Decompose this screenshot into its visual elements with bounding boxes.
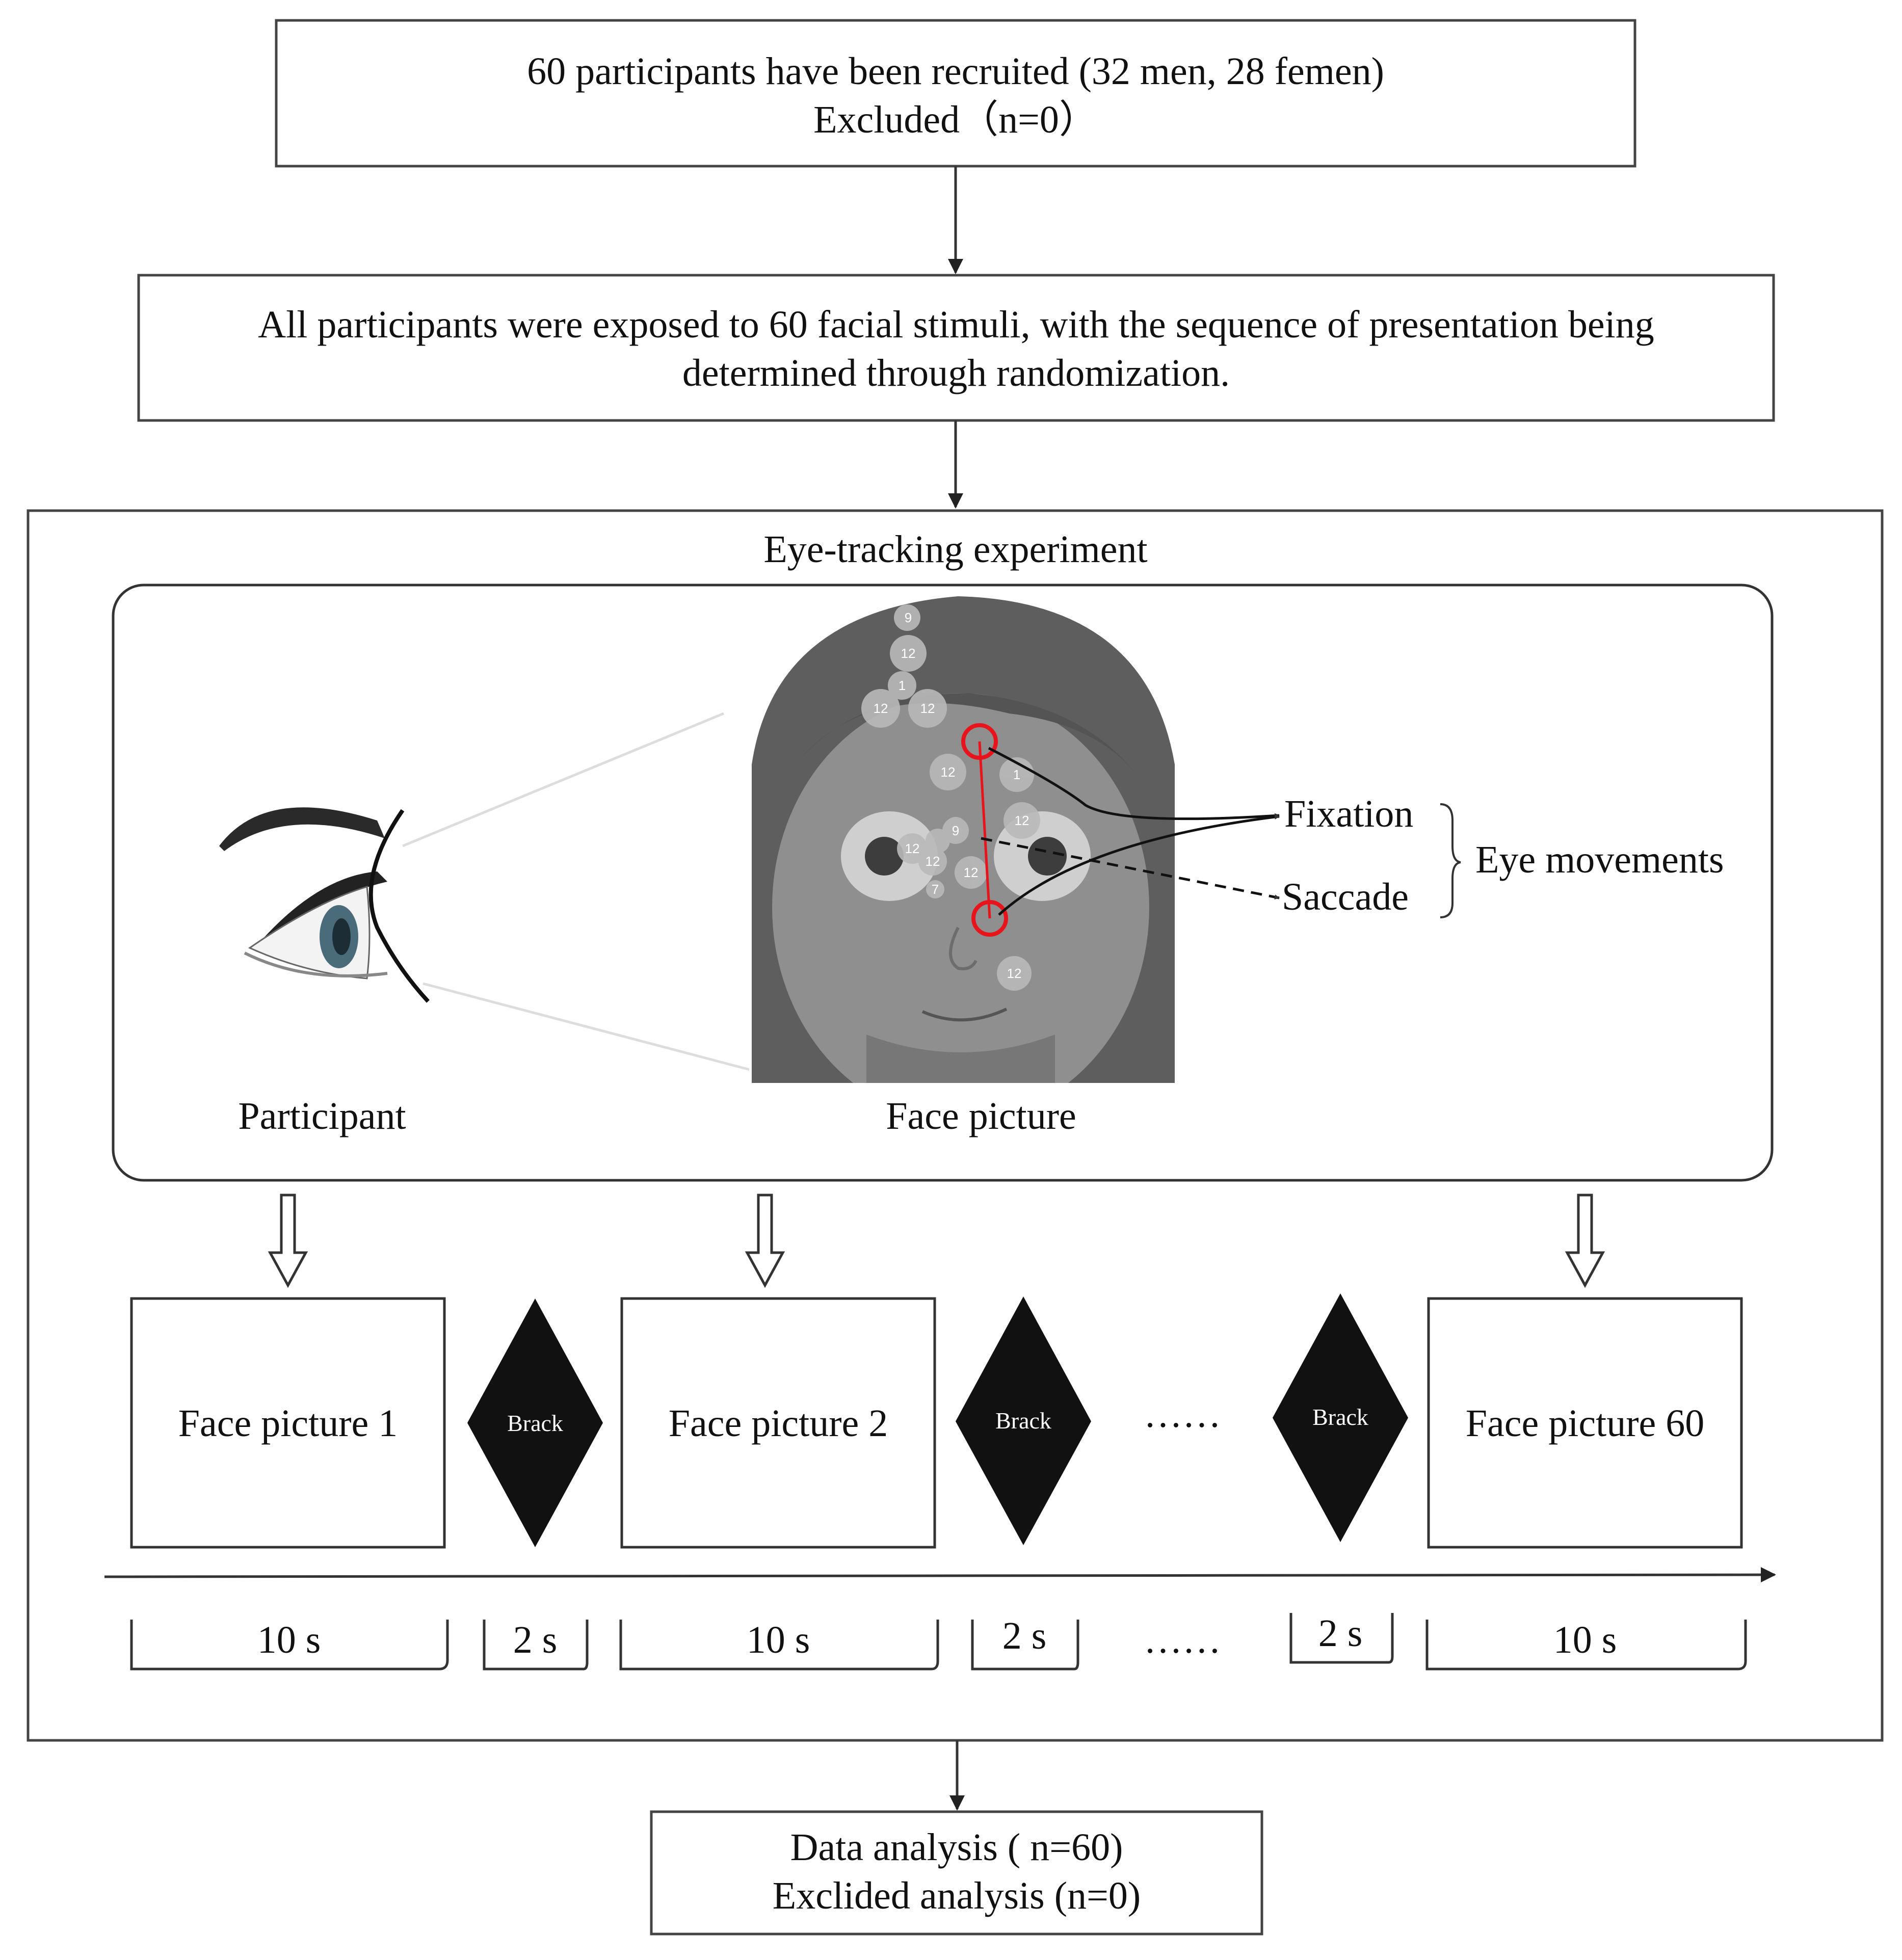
fixation-pointer-bottom [998,814,1280,916]
svg-text:12: 12 [905,841,920,856]
eye-movements-brace [1440,803,1461,918]
exposure-text-line2: determined through randomization. [682,352,1230,394]
bracket-picture-2 [619,1620,939,1671]
hollow-arrow-3 [1565,1194,1605,1288]
break-diamond-2: Brack [956,1296,1091,1545]
analysis-text: Data analysis ( n=60) [790,1826,1123,1869]
participant-label: Participant [238,1095,406,1137]
experiment-title: Eye-tracking experiment [763,528,1147,571]
hollow-arrow-1 [268,1194,308,1288]
svg-text:9: 9 [905,610,912,625]
recruitment-box: 60 participants have been recruited (32 … [275,19,1636,168]
face-picture-60-box: Face picture 60 [1427,1297,1743,1549]
face-picture-label: Face picture [886,1095,1076,1137]
sequence-ellipsis: …… [1144,1393,1221,1436]
recruitment-text: 60 participants have been recruited (32 … [527,50,1384,93]
duration-picture-2: 10 s [747,1619,810,1661]
face-picture: 9 12 1 12 12 12 1 12 12 9 7 12 12 12 [749,596,1280,1083]
eye-icon [219,807,430,1003]
face-picture-1-box: Face picture 1 [130,1297,446,1549]
excluded-analysis-text: Exclided analysis (n=0) [773,1874,1141,1917]
exposure-text-line1: All participants were exposed to 60 faci… [258,303,1654,346]
svg-text:12: 12 [964,865,979,880]
break-diamond-3: Brack [1273,1293,1408,1542]
svg-text:Face picture 2: Face picture 2 [669,1402,888,1445]
svg-text:12: 12 [901,646,916,661]
svg-text:12: 12 [1015,813,1029,828]
bracket-picture-1 [130,1620,449,1671]
svg-text:Face picture 1: Face picture 1 [178,1402,398,1445]
hollow-arrow-2 [745,1194,785,1288]
duration-break-3: 2 s [1318,1612,1363,1655]
svg-text:12: 12 [941,764,956,780]
duration-picture-60: 10 s [1553,1619,1617,1661]
stimulus-sequence: Face picture 1 Brack Face picture 2 Brac… [130,1293,1743,1549]
saccade-label: Saccade [1282,876,1409,918]
timeline-arrow [104,1567,1776,1583]
fixation-pointer-top [988,747,1280,820]
svg-text:Face picture 60: Face picture 60 [1466,1402,1704,1445]
saccade-line [978,741,991,919]
svg-text:Brack: Brack [995,1408,1051,1434]
duration-break-2: 2 s [1002,1614,1047,1657]
svg-text:Brack: Brack [1312,1404,1368,1430]
analysis-box: Data analysis ( n=60) Exclided analysis … [650,1810,1263,1936]
svg-text:7: 7 [932,882,939,897]
svg-text:12: 12 [874,701,888,716]
sight-line-bottom [422,982,752,1072]
fixation-circle-top [961,723,998,760]
svg-text:9: 9 [952,823,959,838]
fixation-circle-bottom [971,900,1008,937]
svg-text:12: 12 [920,701,935,716]
fixation-numbers: 9 12 1 12 12 12 1 12 12 9 7 12 12 12 [874,610,1029,981]
bracket-break-3 [1289,1613,1394,1664]
duration-brackets [130,1613,1747,1671]
break-diamond-1: Brack [467,1299,603,1547]
duration-labels: 10 s 2 s 10 s 2 s …… 2 s 10 s [257,1612,1617,1661]
svg-text:12: 12 [1007,966,1022,981]
duration-break-1: 2 s [513,1619,558,1661]
svg-text:1: 1 [1013,767,1020,782]
fixation-label: Fixation [1284,792,1413,835]
bracket-break-2 [971,1620,1079,1671]
eye-tracking-panel: 9 12 1 12 12 12 1 12 12 9 7 12 12 12 [112,584,1774,1182]
exposure-box: All participants were exposed to 60 faci… [137,274,1775,422]
hollow-arrows [268,1194,1605,1288]
duration-picture-1: 10 s [257,1619,321,1661]
svg-text:1: 1 [899,678,906,693]
saccade-pointer [981,837,1280,900]
bracket-picture-60 [1425,1620,1747,1671]
excluded-text: Excluded（n=0） [813,98,1098,141]
eye-movements-label: Eye movements [1475,838,1724,881]
face-picture-2-box: Face picture 2 [620,1297,936,1549]
duration-ellipsis: …… [1144,1619,1221,1661]
svg-text:Brack: Brack [507,1410,563,1436]
svg-text:12: 12 [926,854,940,869]
sight-line-top [402,712,724,847]
bracket-break-1 [483,1620,589,1671]
